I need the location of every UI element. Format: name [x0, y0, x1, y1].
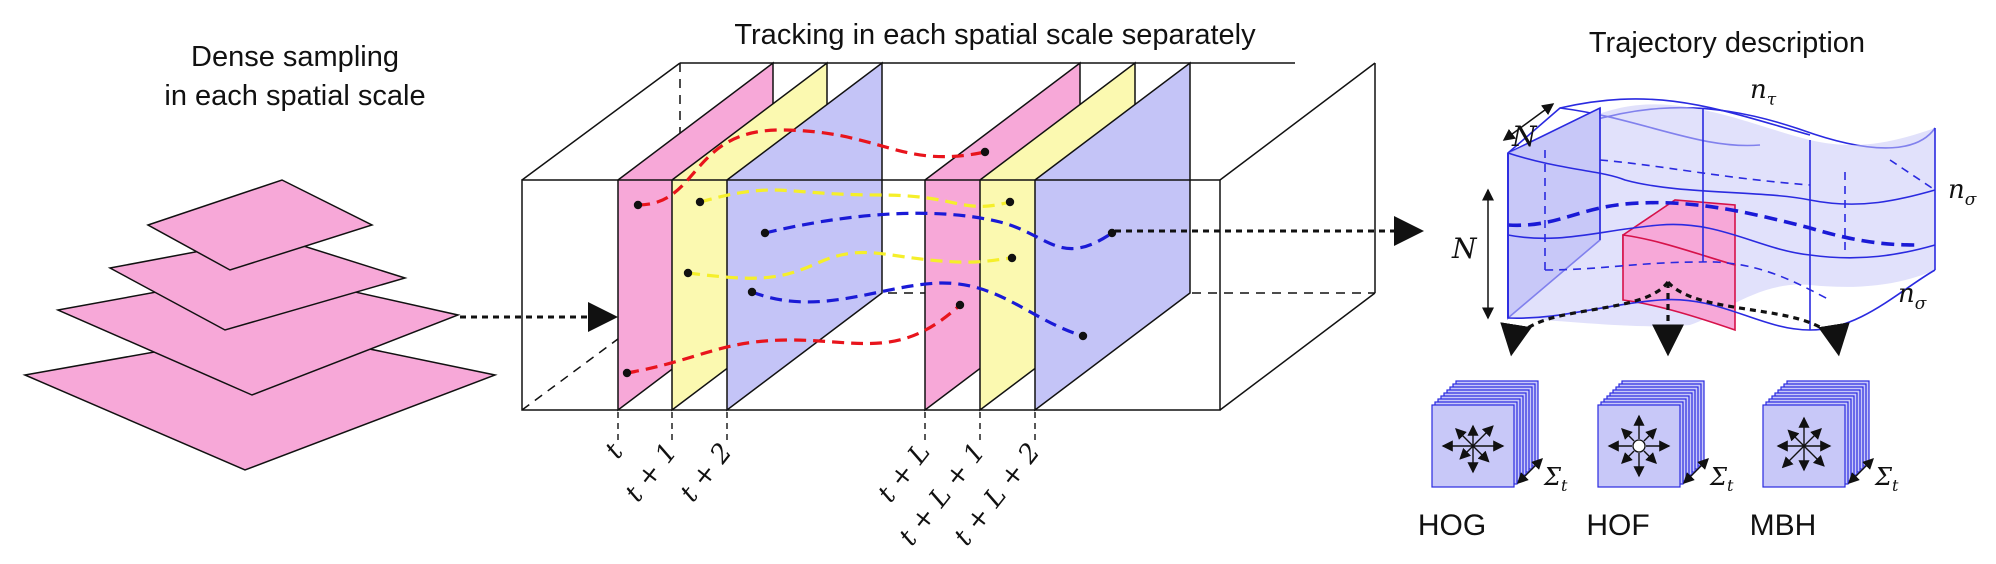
- frame-label-t-plus-1: t + 1: [620, 438, 684, 508]
- frame-planes-group-b: [924, 61, 1191, 412]
- trajectory-tube: [1507, 98, 1936, 332]
- frame-ticks: [617, 412, 1036, 440]
- sampling-title-line1: Dense sampling: [191, 41, 399, 73]
- frame-planes-group-a: [617, 61, 883, 412]
- tube-trajectory: [1507, 200, 1916, 247]
- frame-labels: t t + 1 t + 2 t + L t + L + 1 t + L + 2: [599, 437, 1046, 551]
- video-volume-front: [521, 179, 1221, 411]
- descriptor-arrows: [1500, 280, 1850, 357]
- frame-plane-t2: [726, 61, 883, 412]
- dim-arrow-width: [1502, 103, 1555, 141]
- tracking-title: Tracking in each spatial scale separatel…: [734, 19, 1256, 51]
- track-red-2: [626, 303, 962, 375]
- tube-cell-highlight-front: [1622, 234, 1736, 332]
- frame-label-t: t: [599, 437, 629, 464]
- depth-arrow: [1517, 458, 1543, 484]
- trajectories: [626, 128, 1113, 375]
- descriptor-sum-label: Σt: [1709, 463, 1734, 495]
- descriptor-label-hof: HOF: [1586, 509, 1649, 542]
- scale-plane-1: [146, 179, 374, 271]
- gradient-arrows-icon: [1776, 416, 1832, 472]
- depth-arrow: [1683, 458, 1709, 484]
- dim-label-width: N: [1511, 120, 1538, 153]
- track-blue-2: [751, 281, 1084, 338]
- tracking-panel: Tracking in each spatial scale separatel…: [521, 19, 1424, 552]
- dim-label-n-sigma-bottom: nσ: [1898, 279, 1927, 314]
- track-yellow-2: [687, 250, 1013, 280]
- gradient-arrows-icon: [1607, 414, 1671, 478]
- track-yellow-1: [699, 188, 1011, 208]
- sampling-title-line2: in each spatial scale: [164, 80, 425, 112]
- track-red-1: [637, 128, 986, 207]
- depth-arrow: [1848, 458, 1874, 484]
- dim-label-n-sigma-top: nσ: [1948, 175, 1977, 210]
- dim-label-n-tau: nτ: [1750, 75, 1777, 110]
- scale-pyramid: [22, 179, 498, 471]
- dense-sampling-panel: Dense sampling in each spatial scale: [22, 41, 618, 471]
- descriptor-sum-label: Σt: [1543, 463, 1568, 495]
- trajectory-points: [622, 147, 1117, 378]
- description-panel: Trajectory description: [1418, 27, 1977, 542]
- gradient-arrows-icon: [1441, 424, 1505, 474]
- descriptor-sum-label: Σt: [1874, 463, 1899, 495]
- descriptor-label-hog: HOG: [1418, 509, 1486, 542]
- description-title: Trajectory description: [1589, 27, 1865, 59]
- frame-label-t-plus-2: t + 2: [675, 438, 739, 508]
- dim-label-height: N: [1451, 232, 1478, 265]
- descriptor-label-mbh: MBH: [1750, 509, 1817, 542]
- track-blue-1: [764, 211, 1113, 251]
